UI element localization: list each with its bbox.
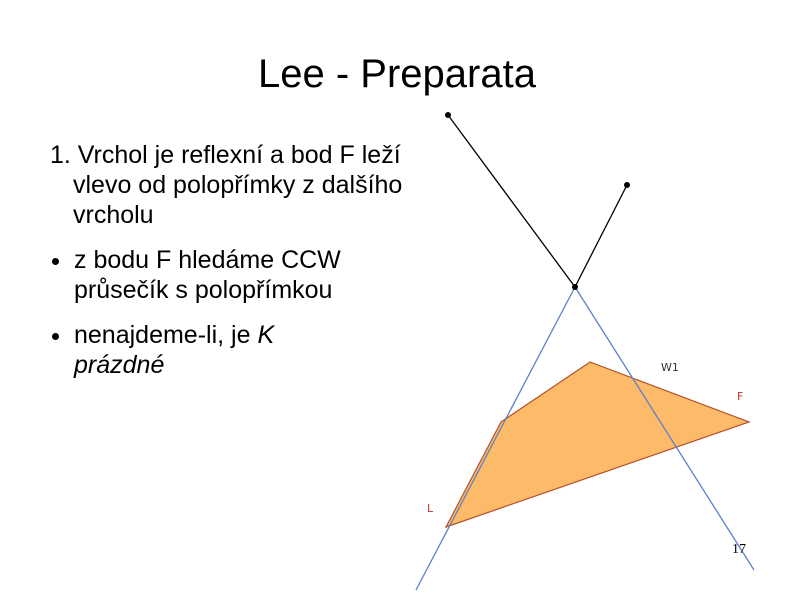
vertex-point	[624, 182, 630, 188]
reflex-vertex-point	[572, 284, 578, 290]
page-number: 17	[732, 542, 746, 557]
bullet-dot-icon	[52, 333, 59, 340]
polygon-edge	[574, 184, 628, 288]
bullet-italic-k: K	[257, 321, 275, 349]
label-w1: W1	[661, 361, 679, 374]
numbered-point: 1. Vrchol je reflexní a bod F leží vlevo…	[50, 141, 403, 229]
bullet-point: z bodu F hledáme CCW průsečík s polopřím…	[50, 245, 430, 305]
slide-title: Lee - Preparata	[258, 52, 536, 96]
ray-line-left	[415, 286, 576, 591]
label-f: F	[737, 390, 743, 403]
bullet-italic-text: prázdné	[74, 351, 165, 379]
bullet-text: z bodu F hledáme CCW průsečík s polopřím…	[74, 246, 341, 304]
bullet-list: 1. Vrchol je reflexní a bod F leží vlevo…	[50, 140, 430, 395]
label-l: L	[427, 502, 434, 515]
kernel-polygon	[444, 361, 751, 529]
bullet-text: nenajdeme-li, je	[74, 321, 258, 349]
polygon-edge	[447, 114, 576, 288]
ray-line-right	[574, 286, 755, 571]
bullet-dot-icon	[52, 258, 59, 265]
vertex-point	[445, 112, 451, 118]
